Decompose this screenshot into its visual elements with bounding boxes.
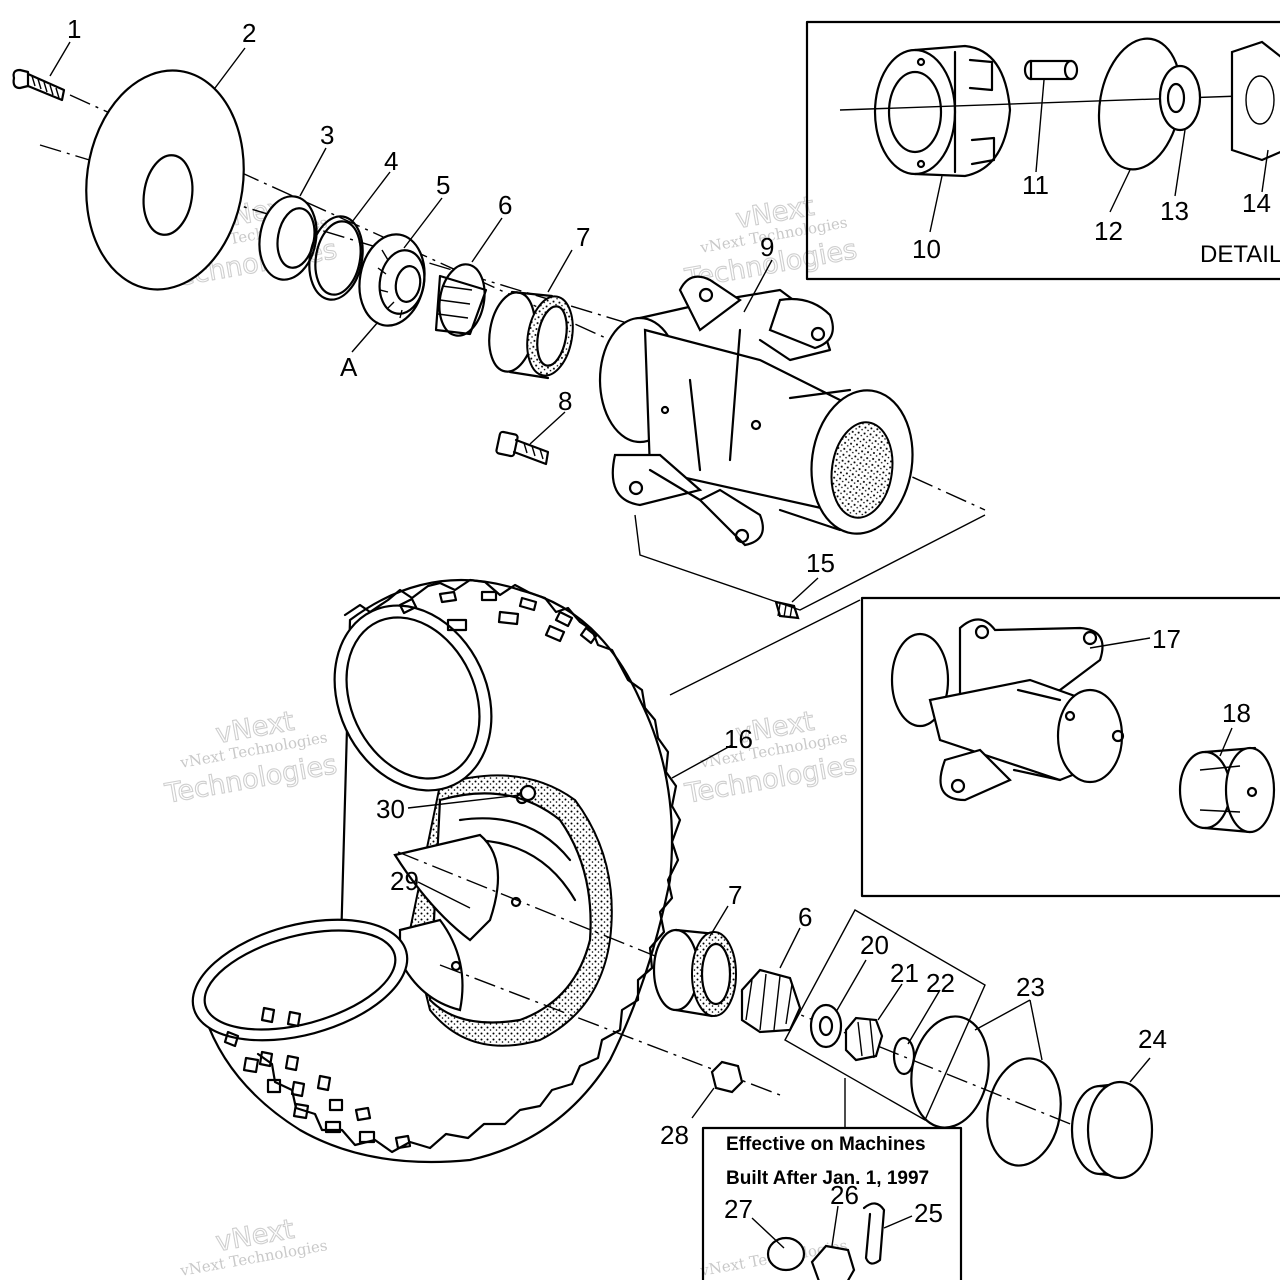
callout-18: 18 (1222, 698, 1251, 728)
part-18-bearing (1178, 746, 1276, 834)
callout-6: 6 (498, 190, 512, 220)
leader-lines (49, 41, 1269, 1045)
callout-25: 25 (914, 1198, 943, 1228)
part-1-screw (12, 68, 66, 102)
part-7-race (488, 290, 574, 380)
callout-21: 21 (890, 958, 919, 988)
part-9-hub (598, 275, 914, 547)
part-30-valve (407, 784, 537, 809)
note-line-1: Effective on Machines (726, 1134, 926, 1155)
callout-15: 15 (806, 548, 835, 578)
callout-17: 17 (1152, 624, 1181, 654)
callout-23: 23 (1016, 972, 1045, 1002)
callout-8: 8 (558, 386, 572, 416)
callout-7-lower: 7 (728, 880, 742, 910)
part-2-brake-disc (85, 69, 245, 291)
part-20-washer (809, 1003, 843, 1049)
callout-10: 10 (912, 234, 941, 264)
callout-27: 27 (724, 1194, 753, 1224)
note-line-2: Built After Jan. 1, 1997 (726, 1168, 929, 1189)
leader-9-tire (669, 599, 861, 696)
part-10-drive-coupler (873, 44, 1012, 178)
callout-12: 12 (1094, 216, 1123, 246)
callout-22: 22 (926, 968, 955, 998)
part-6-tapered-bearing (434, 263, 488, 337)
callout-A: A (340, 352, 358, 382)
part-28-lug-nut (691, 1060, 744, 1119)
part-8-bolt (495, 430, 550, 466)
callout-5: 5 (436, 170, 450, 200)
leader-29 (417, 881, 471, 909)
part-5-bearing (358, 233, 426, 327)
callout-9: 9 (760, 232, 774, 262)
callout-4: 4 (384, 146, 398, 176)
callout-24: 24 (1138, 1024, 1167, 1054)
callout-13: 13 (1160, 196, 1189, 226)
callout-6-lower: 6 (798, 902, 812, 932)
part-24-hub-cap (1070, 1057, 1154, 1180)
callout-26: 26 (830, 1180, 859, 1210)
part-15-set-screw (774, 600, 800, 620)
alt-hub-box (860, 596, 1280, 898)
part-11-pin (1023, 59, 1079, 81)
part-25-cotter-pin (862, 1202, 886, 1265)
part-26-nut (810, 1244, 856, 1280)
callout-1: 1 (67, 14, 81, 44)
part-7-lower-race (652, 928, 737, 1018)
callout-3: 3 (320, 120, 334, 150)
callout-labels: 1 2 3 4 5 6 7 A 8 9 10 11 12 13 14 15 16… (67, 14, 1271, 1228)
note-box: Effective on Machines Built After Jan. 1… (701, 1126, 963, 1280)
callout-29: 29 (390, 866, 419, 896)
part-16-wheel-tire (191, 578, 682, 1164)
callout-28: 28 (660, 1120, 689, 1150)
part-23-gaskets (910, 999, 1062, 1167)
tire-treads (223, 590, 598, 1150)
parts-group-box (784, 909, 986, 1121)
part-13-washer (1158, 64, 1202, 132)
callout-16: 16 (724, 724, 753, 754)
callout-20: 20 (860, 930, 889, 960)
callout-30: 30 (376, 794, 405, 824)
callout-7: 7 (576, 222, 590, 252)
part-21-nut (844, 1016, 884, 1062)
callout-2: 2 (242, 18, 256, 48)
part-4-snap-ring (308, 215, 364, 301)
part-17-hub (890, 618, 1125, 802)
part-14-nut (1230, 40, 1280, 162)
detail-box (805, 20, 1280, 281)
leader-18 (1219, 727, 1233, 757)
hub-bracket-line (634, 514, 986, 611)
leader-17 (1089, 637, 1151, 649)
part-6-lower-bearing (740, 968, 802, 1034)
detail-label: DETAIL (1200, 241, 1280, 268)
callout-14: 14 (1242, 188, 1271, 218)
callout-11: 11 (1022, 170, 1049, 200)
part-27-washer (766, 1236, 806, 1272)
leader-16 (671, 744, 733, 779)
